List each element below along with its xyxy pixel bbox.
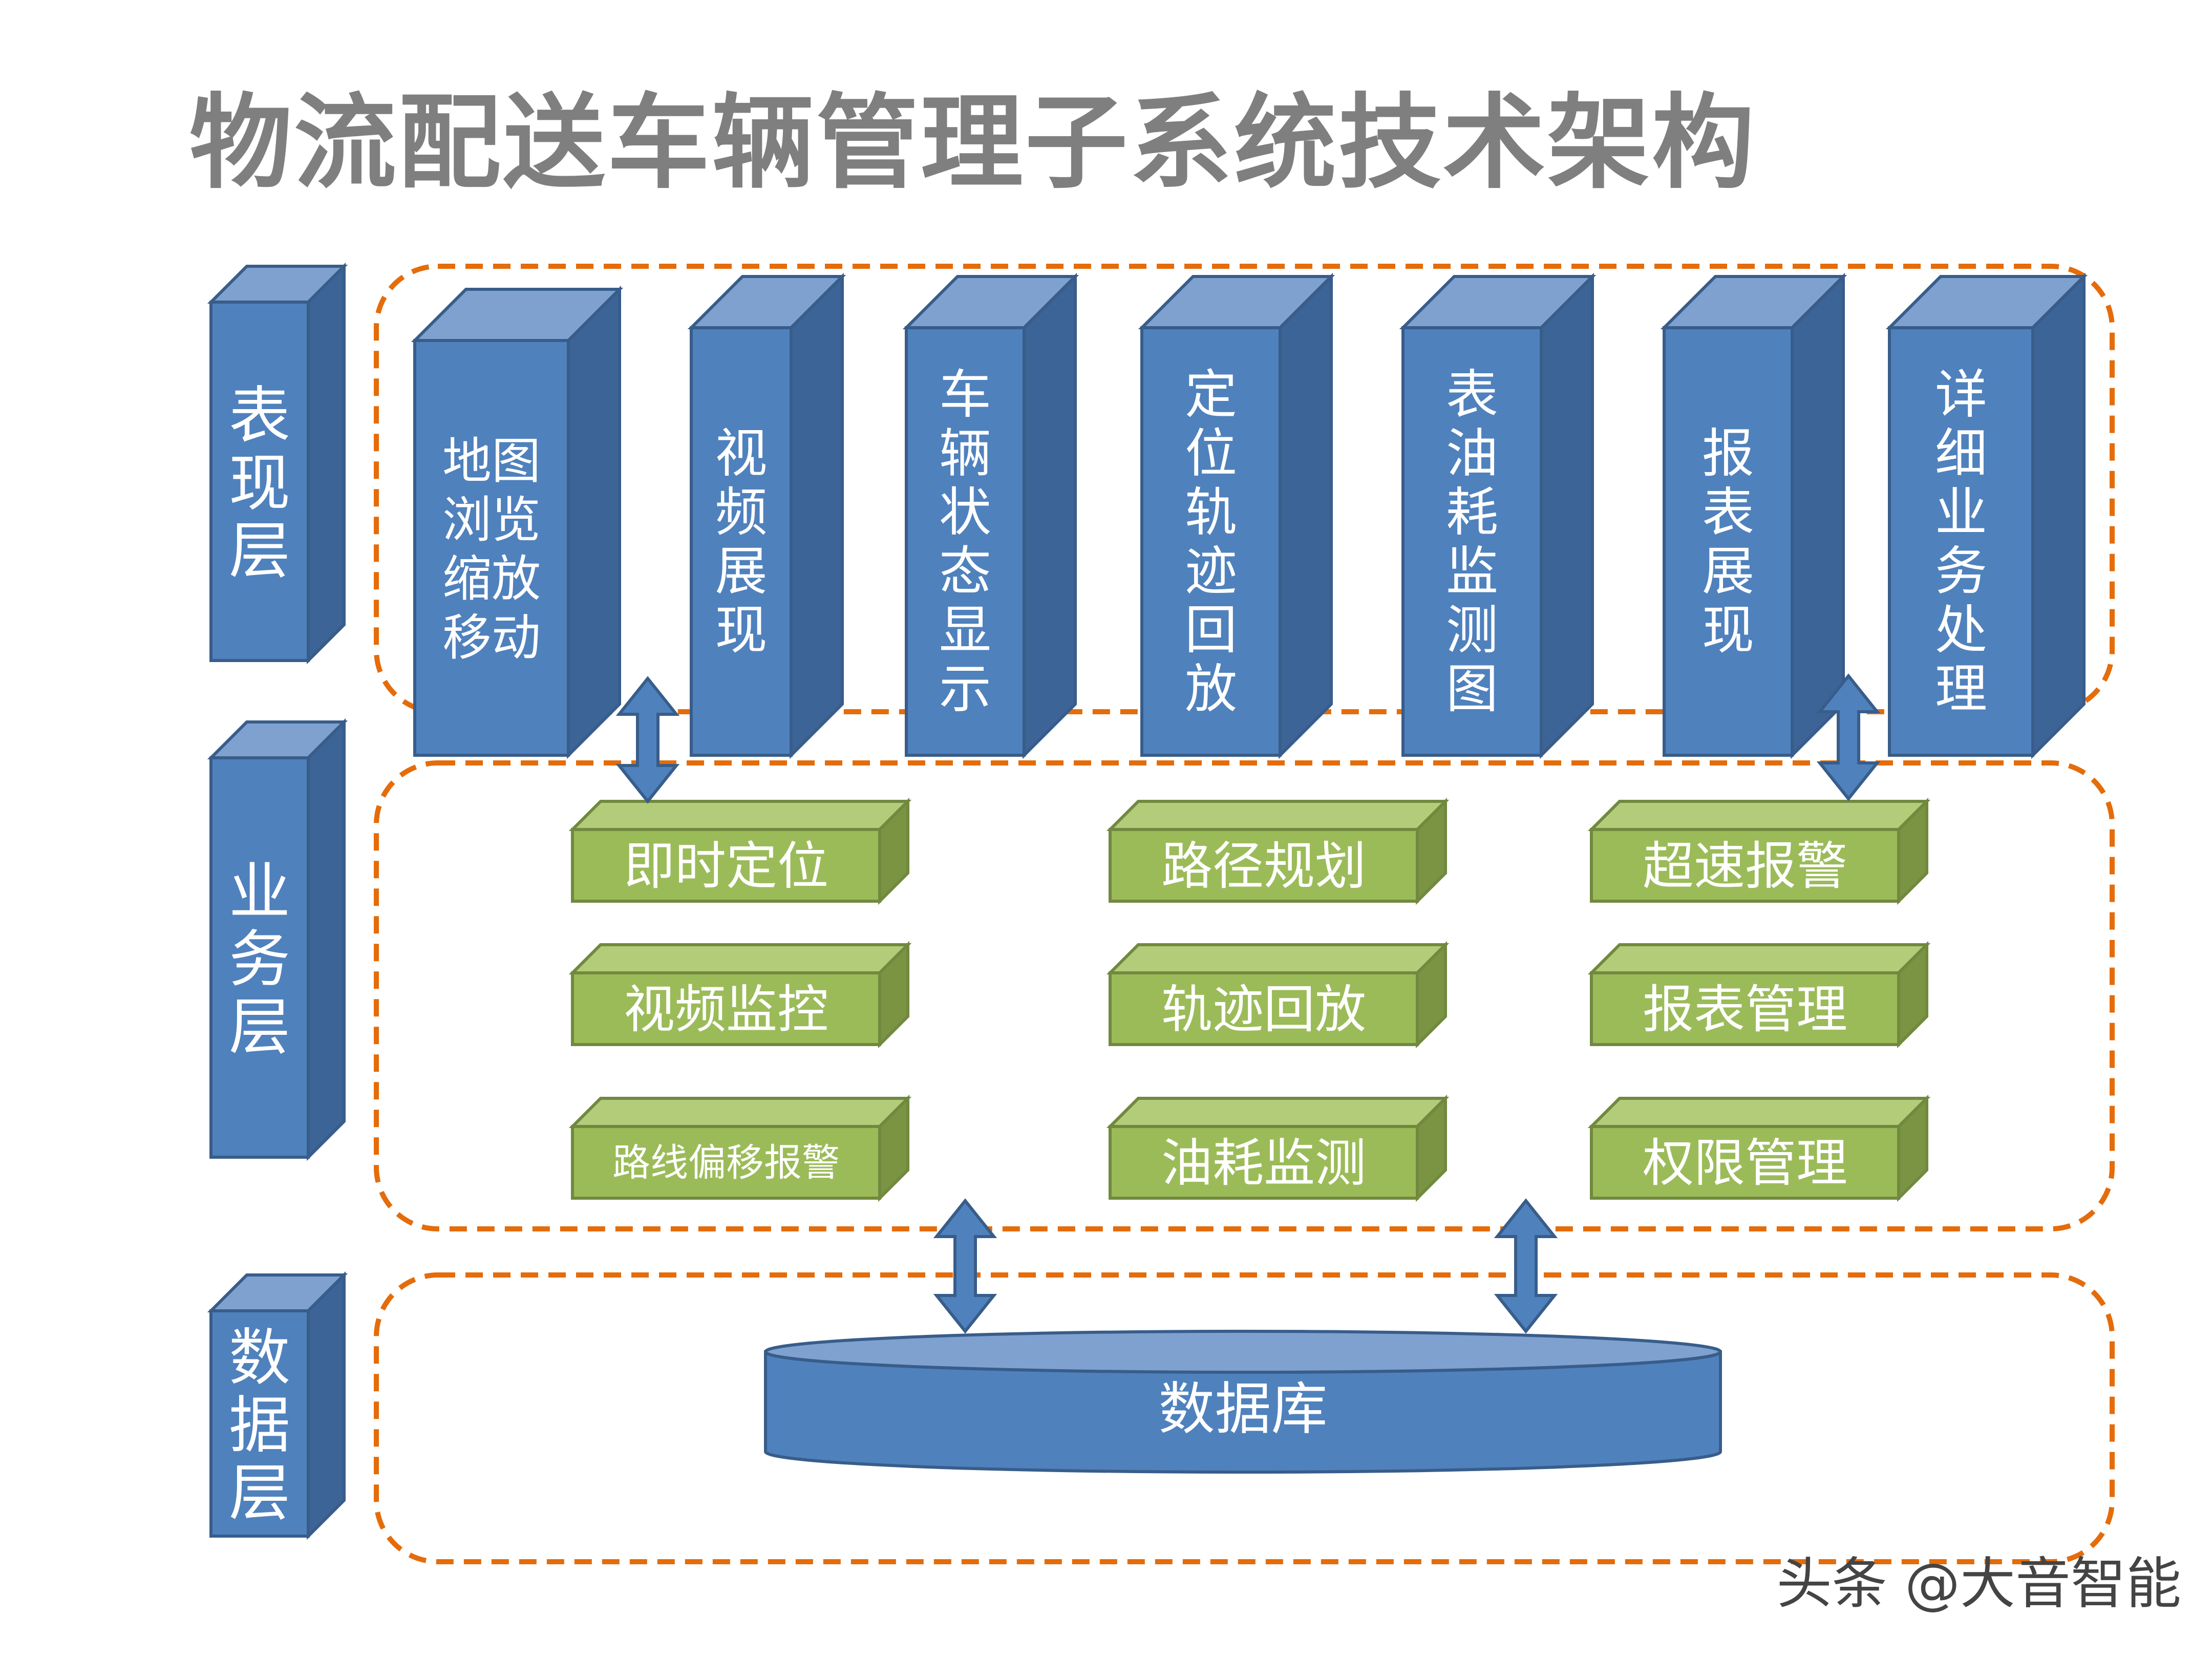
arrow-business-data-left: [933, 1198, 997, 1334]
arrow-business-data-right: [1494, 1198, 1558, 1334]
business-module-6: 报表管理: [1587, 941, 1931, 1049]
presentation-module-1-label: 地图浏览缩放移动: [442, 433, 541, 667]
presentation-layer-label-text: 表现层: [229, 380, 290, 587]
business-module-4: 视频监控: [568, 941, 912, 1049]
business-module-8: 油耗监测: [1106, 1094, 1450, 1202]
business-module-7-label: 路线偏移报警: [612, 1141, 840, 1185]
data-frame: [374, 1272, 2115, 1564]
business-module-2-label: 路径规划: [1161, 836, 1366, 896]
presentation-module-7-label: 详细业务处理: [1935, 365, 1987, 720]
presentation-module-3: 车辆状态显示: [902, 272, 1079, 759]
business-module-5-label: 轨迹回放: [1161, 980, 1366, 1039]
watermark: 头条 @大音智能: [1776, 1552, 2181, 1616]
business-module-3-label: 超速报警: [1643, 836, 1847, 896]
business-module-8-label: 油耗监测: [1161, 1133, 1366, 1193]
presentation-module-2: 视频展现: [687, 272, 846, 759]
business-layer-label-text: 业务层: [229, 857, 290, 1063]
business-frame: [374, 760, 2115, 1231]
arrow-presentation-business-left: [615, 676, 680, 804]
presentation-layer-label: 表现层: [207, 262, 348, 665]
presentation-module-6-label: 报表展现: [1702, 423, 1754, 661]
presentation-module-7: 详细业务处理: [1885, 272, 2088, 759]
database-cylinder: 数据库: [764, 1330, 1722, 1474]
presentation-module-4-label: 定位轨迹回放: [1185, 365, 1237, 720]
page-title: 物流配送车辆管理子系统技术架构: [189, 83, 1757, 203]
presentation-module-6: 报表展现: [1660, 272, 1847, 759]
business-module-7: 路线偏移报警: [568, 1094, 912, 1202]
presentation-module-4: 定位轨迹回放: [1138, 272, 1335, 759]
business-module-4-label: 视频监控: [624, 980, 828, 1039]
presentation-module-1: 地图浏览缩放移动: [411, 285, 624, 759]
presentation-module-2-label: 视频展现: [715, 423, 768, 661]
database-label: 数据库: [1159, 1376, 1328, 1442]
business-module-1: 即时定位: [568, 797, 912, 905]
business-module-6-label: 报表管理: [1643, 980, 1847, 1039]
business-module-2: 路径规划: [1106, 797, 1450, 905]
business-layer-label: 业务层: [207, 718, 348, 1161]
business-module-9: 权限管理: [1587, 1094, 1931, 1202]
business-module-9-label: 权限管理: [1643, 1133, 1847, 1193]
business-module-1-label: 即时定位: [624, 836, 828, 896]
arrow-presentation-business-right: [1816, 673, 1881, 801]
data-layer-label: 数据层: [207, 1271, 348, 1540]
presentation-module-5-label: 表油耗监测图: [1446, 365, 1498, 720]
business-module-5: 轨迹回放: [1106, 941, 1450, 1049]
data-layer-label-text: 数据层: [229, 1323, 290, 1529]
presentation-module-5: 表油耗监测图: [1399, 272, 1597, 759]
presentation-module-3-label: 车辆状态显示: [939, 365, 991, 720]
business-module-3: 超速报警: [1587, 797, 1931, 905]
